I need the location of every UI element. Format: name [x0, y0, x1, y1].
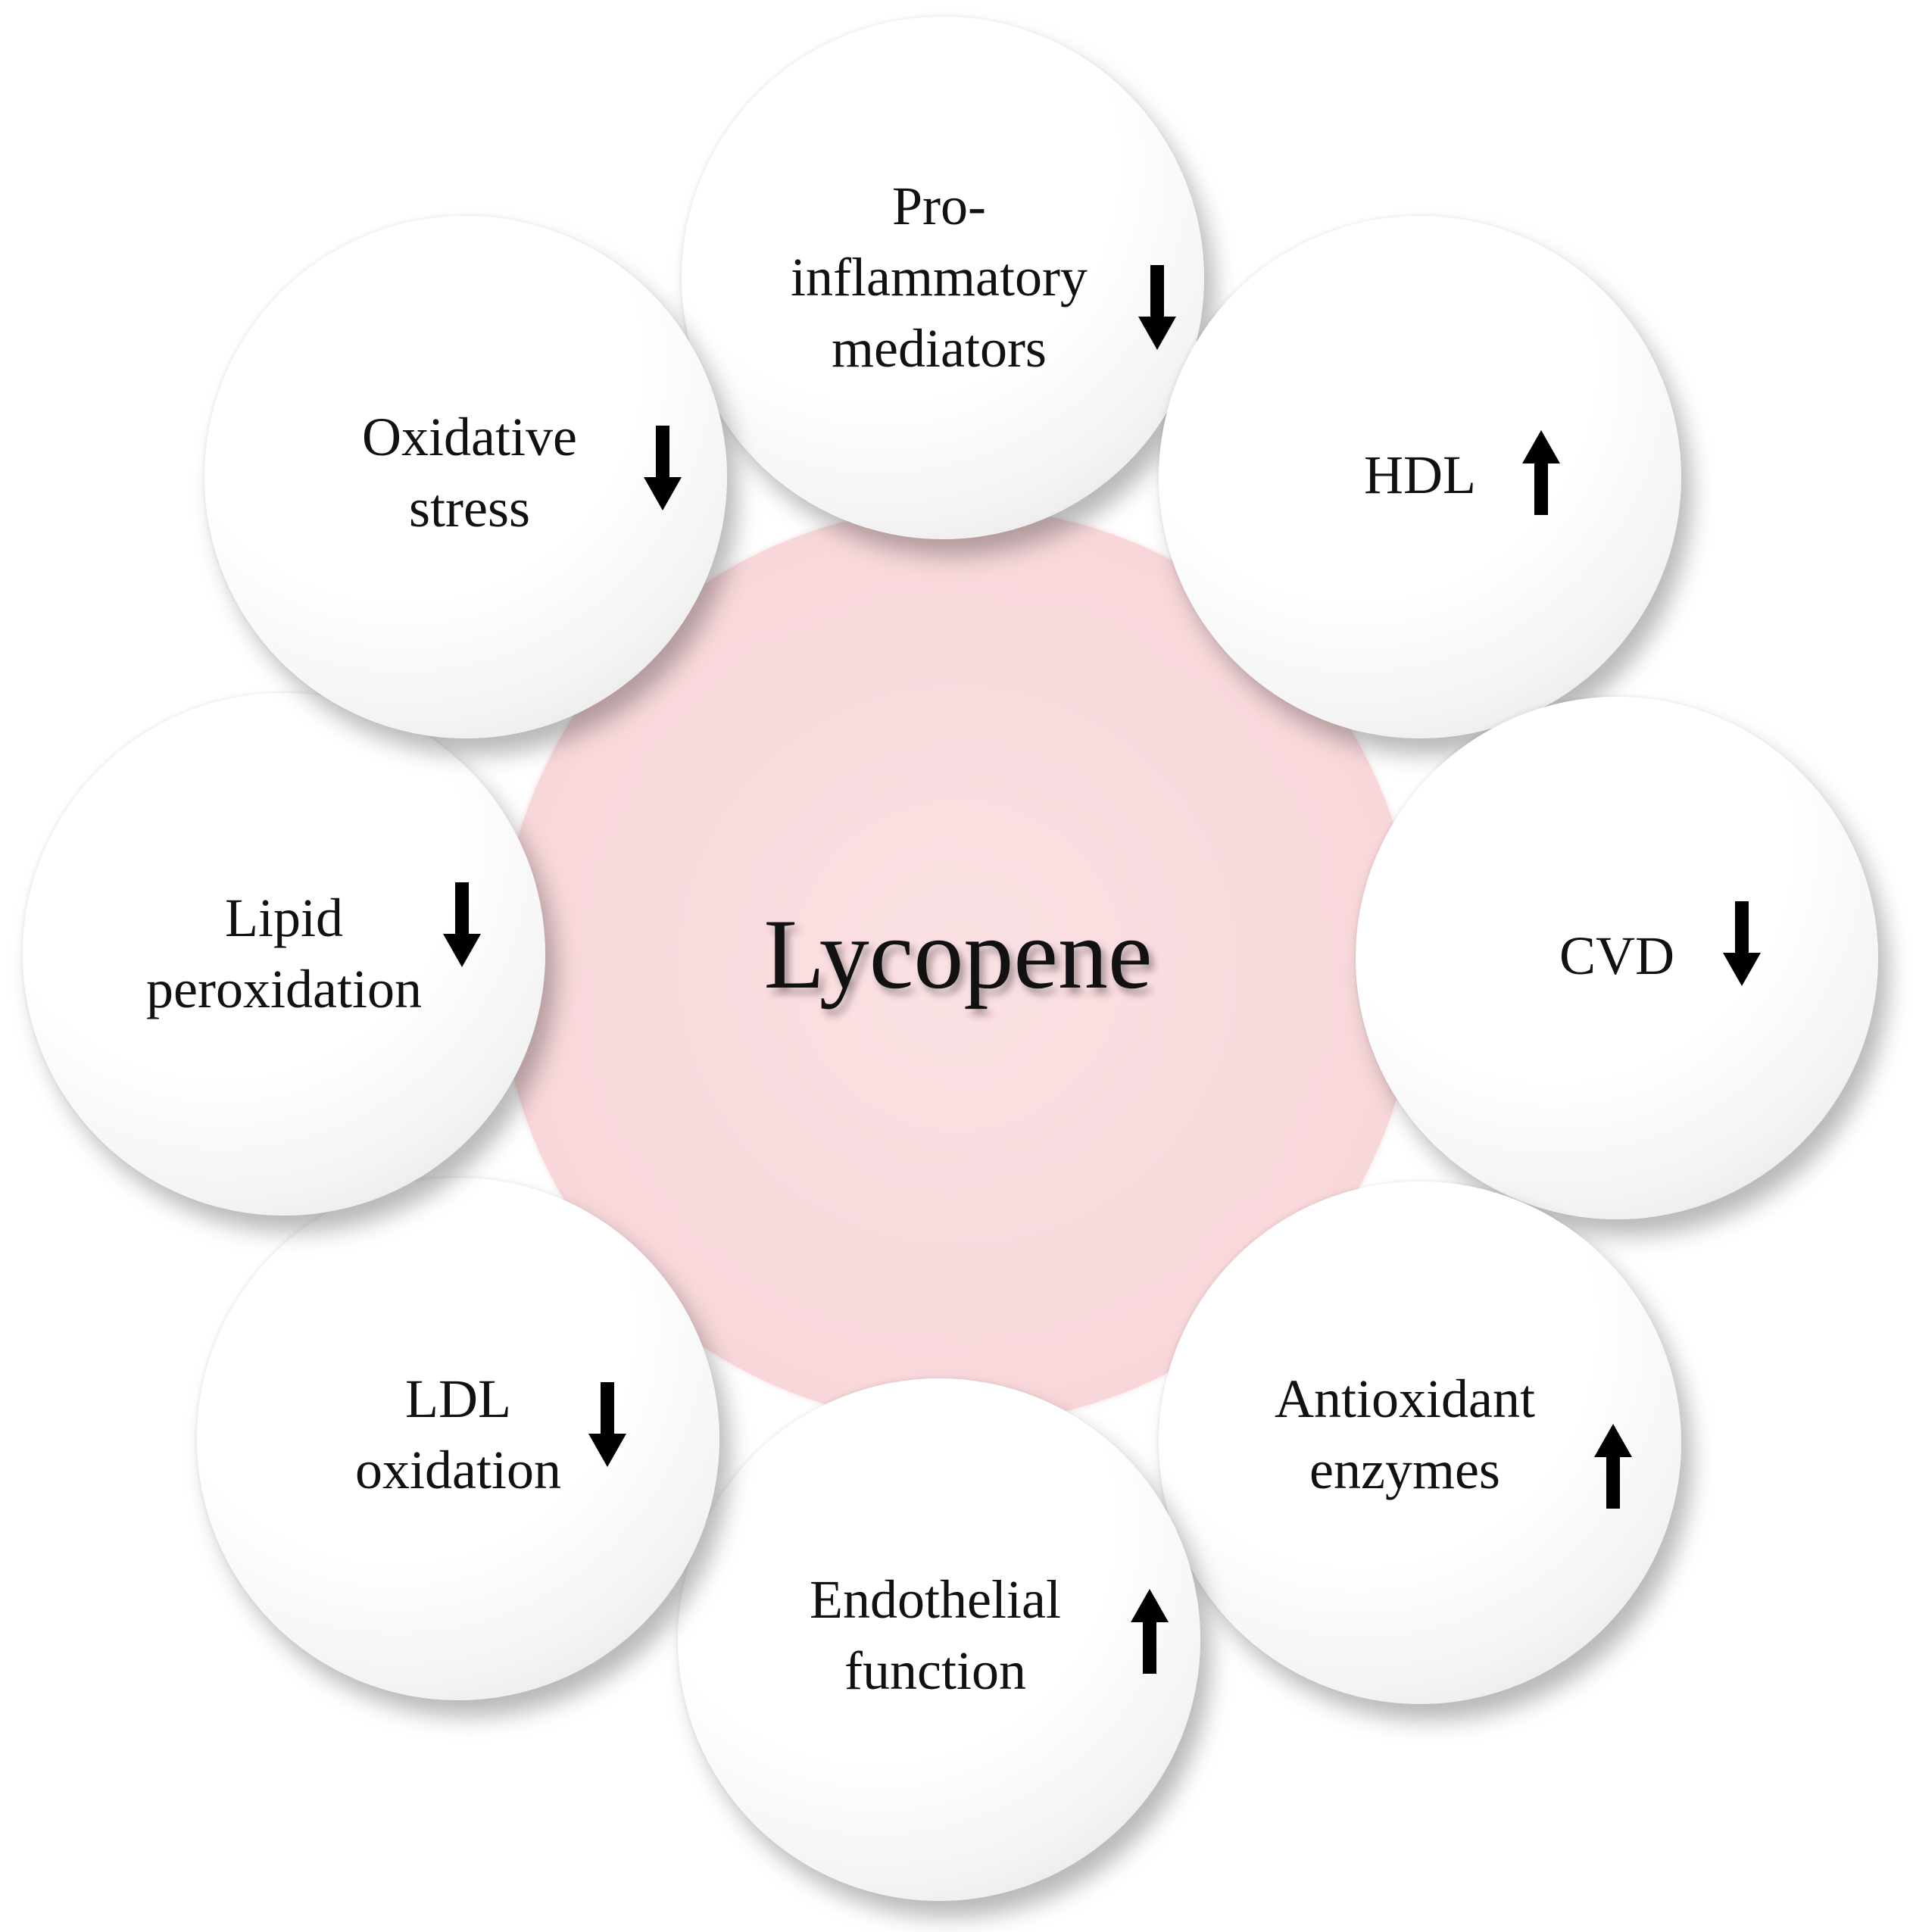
down-arrow-icon — [1138, 265, 1176, 350]
label-line: HDL — [1364, 445, 1476, 505]
label-line: Lipid — [225, 888, 343, 948]
arrow-up-shape — [1594, 1424, 1632, 1509]
label-line: Oxidative — [362, 407, 577, 467]
node-cvd — [1356, 697, 1878, 1219]
up-arrow-icon — [1522, 430, 1560, 515]
node-label-hdl: HDL — [1333, 439, 1507, 510]
node-oxidative — [204, 216, 727, 738]
down-arrow-icon — [588, 1382, 626, 1467]
arrow-down-shape — [1138, 265, 1176, 350]
label-line: LDL — [405, 1369, 511, 1429]
node-label-pro-inflammatory: Pro- inflammatory mediators — [742, 170, 1136, 384]
node-label-ldl: LDL oxidation — [311, 1363, 606, 1506]
up-arrow-icon — [1594, 1424, 1632, 1509]
node-label-oxidative: Oxidative stress — [318, 401, 621, 544]
node-endothelial — [678, 1378, 1200, 1901]
label-line: CVD — [1559, 925, 1674, 986]
arrow-down-shape — [644, 426, 682, 510]
node-label-antioxidant: Antioxidant enzymes — [1234, 1363, 1575, 1506]
node-hdl — [1159, 216, 1681, 738]
down-arrow-icon — [644, 426, 682, 510]
center-label: Lycopene — [763, 898, 1153, 1010]
label-line: function — [844, 1640, 1026, 1701]
label-line: enzymes — [1309, 1440, 1500, 1500]
node-label-endothelial: Endothelial function — [757, 1564, 1113, 1706]
label-line: stress — [409, 478, 530, 538]
node-pro-inflammatory — [682, 17, 1204, 539]
label-line: Pro- — [892, 176, 986, 236]
arrow-down-shape — [443, 882, 481, 967]
node-antioxidant — [1159, 1181, 1681, 1704]
down-arrow-icon — [443, 882, 481, 967]
arrow-up-shape — [1131, 1589, 1169, 1674]
label-line: mediators — [832, 318, 1047, 379]
node-ldl — [197, 1178, 719, 1700]
arrow-down-shape — [588, 1382, 626, 1467]
arrow-down-shape — [1723, 901, 1761, 986]
up-arrow-icon — [1131, 1589, 1169, 1674]
label-line: Endothelial — [810, 1569, 1061, 1630]
label-line: inflammatory — [791, 247, 1088, 307]
label-line: oxidation — [355, 1440, 561, 1500]
arrow-up-shape — [1522, 430, 1560, 515]
label-line: peroxidation — [146, 959, 422, 1019]
node-label-lipid: Lipid peroxidation — [98, 882, 470, 1025]
node-label-cvd: CVD — [1537, 920, 1696, 991]
label-line: Antioxidant — [1275, 1369, 1535, 1429]
down-arrow-icon — [1723, 901, 1761, 986]
